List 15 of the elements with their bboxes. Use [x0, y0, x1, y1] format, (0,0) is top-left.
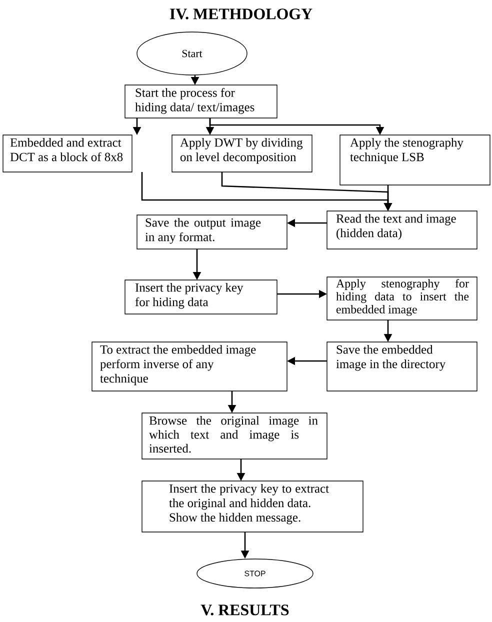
- process-box: Insert the privacy key for hiding data: [124, 280, 278, 314]
- process-box: Apply the stenography technique LSB: [340, 134, 490, 186]
- heading: IV. METHDOLOGY: [170, 8, 312, 20]
- process-box: Save the embedded image in the directory: [326, 342, 478, 392]
- process-box: Start the process for hiding data/ text/images: [124, 84, 278, 118]
- heading: V. RESULTS: [200, 604, 289, 616]
- process-box: Browse the original image in which text and image is inserted.: [142, 412, 328, 460]
- process-box: Read the text and image (hidden data): [326, 210, 478, 250]
- process-box: Save the output image in any format.: [136, 214, 288, 250]
- process-box: Insert the privacy key to extract the original and hidden data. Show the hidden message.: [142, 480, 364, 532]
- terminal-oval: Start: [136, 32, 248, 76]
- process-box: Apply DWT by dividing on level decomposition: [172, 134, 312, 172]
- process-box: Apply stenography for hiding data to insert the embedded image: [326, 276, 478, 320]
- process-box: Embedded and extract DCT as a block of 8x8: [2, 134, 132, 172]
- process-box: To extract the embedded image perform inverse of any technique: [92, 342, 288, 392]
